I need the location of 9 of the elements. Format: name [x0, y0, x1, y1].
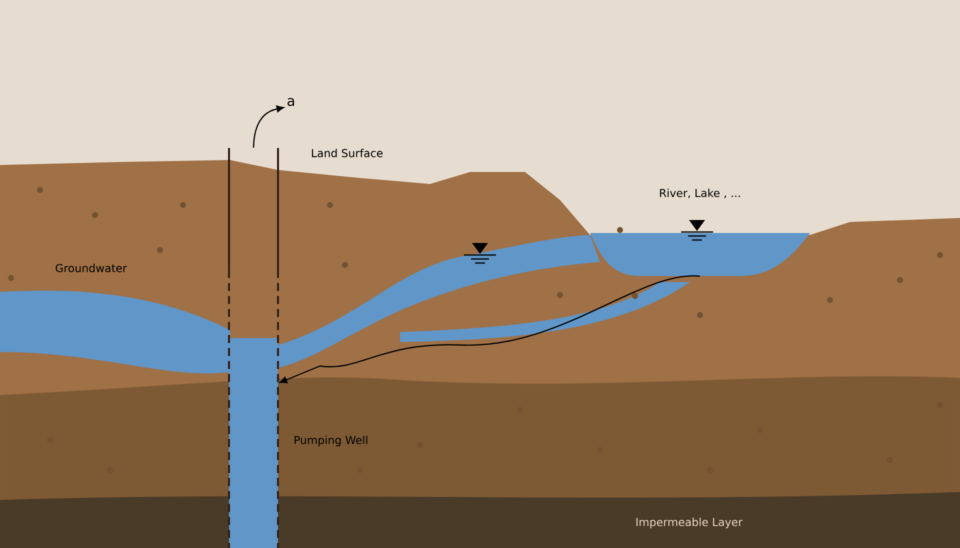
- variable-label: a: [288, 98, 294, 106]
- text-label: Impermeable Layer: [636, 518, 743, 528]
- well: [228, 148, 279, 548]
- river: River, Lake , ...: [660, 188, 740, 198]
- arrow: [280, 276, 700, 384]
- arrow: [252, 106, 284, 148]
- text-label: Land Surface: [312, 148, 383, 158]
- well-label: Pumping Well: [294, 436, 368, 446]
- text-label: Groundwater: [56, 264, 127, 272]
